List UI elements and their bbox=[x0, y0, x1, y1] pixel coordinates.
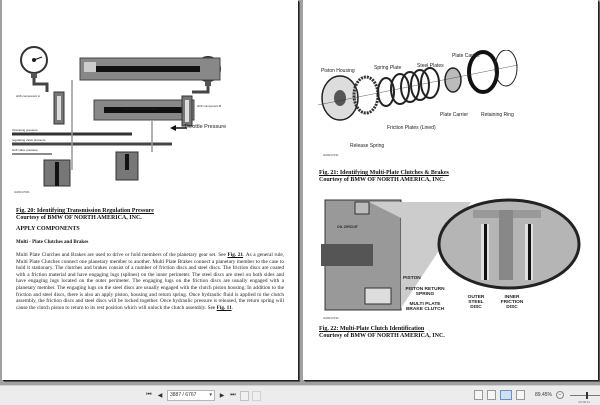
continuous-view-icon[interactable] bbox=[487, 390, 496, 400]
prev-page-button[interactable]: ◀ bbox=[157, 393, 163, 399]
two-page-view-icon[interactable] bbox=[500, 390, 512, 400]
figure-21-diagram bbox=[318, 50, 518, 121]
page-right: Piston Housing Spring Plate Steel Plates… bbox=[303, 0, 598, 380]
two-page-continuous-view-icon[interactable] bbox=[516, 390, 525, 400]
figure-20-caption: Fig. 20: Identifying Transmission Regula… bbox=[16, 208, 154, 222]
label-outer-steel-disc: OUTER STEEL DISC bbox=[467, 295, 485, 310]
link-fig-11[interactable]: Fig. 11 bbox=[216, 304, 232, 311]
label-shift-component-b: shift component B bbox=[197, 104, 222, 108]
view-tools: 89.45% − + bbox=[474, 390, 600, 400]
zoom-slider[interactable] bbox=[569, 391, 600, 399]
figure-22-title: Fig. 22: Multi-Plate Clutch Identificati… bbox=[319, 326, 425, 332]
label-piston: PISTON bbox=[403, 276, 421, 281]
corner-text: 00:00:11 bbox=[578, 400, 590, 404]
page-number-input[interactable]: 3887 / 6767 ▾ bbox=[167, 390, 215, 401]
figure-21-title: Fig. 21: Identifying Multi-Plate Clutche… bbox=[319, 170, 449, 176]
label-piston-housing: Piston Housing bbox=[321, 68, 355, 74]
label-steel-plates: Steel Plates bbox=[417, 63, 444, 69]
label-operating-pressure: Operating pressure bbox=[12, 128, 38, 132]
figure-21-code: G00017031 bbox=[323, 153, 339, 157]
single-page-view-icon[interactable] bbox=[474, 390, 483, 400]
label-regulating-valve-pressure: regulating valve pressure bbox=[12, 138, 46, 142]
label-plate-carrier-mid: Plate Carrier bbox=[440, 112, 469, 118]
figure-20-title: Fig. 20: Identifying Transmission Regula… bbox=[16, 208, 154, 214]
zoom-out-button[interactable]: − bbox=[555, 391, 564, 399]
label-oil-circuit: OIL CIRCUIT bbox=[337, 225, 358, 229]
next-view-icon[interactable] bbox=[252, 390, 261, 401]
figure-20-code: G00017001 bbox=[14, 190, 30, 194]
next-page-button[interactable]: ▶ bbox=[219, 393, 225, 399]
body-paragraph: Multi Plate Clutches and Brakes are used… bbox=[16, 252, 285, 311]
label-throttle-pressure: Throttle Pressure bbox=[184, 124, 227, 130]
label-multi-plate-brake-clutch: MULTI PLATE BRAKE CLUTCH bbox=[405, 302, 445, 312]
figure-22-code: G00017032 bbox=[323, 316, 339, 320]
figure-22-courtesy: Courtesy of BMW OF NORTH AMERICA, INC. bbox=[319, 333, 445, 339]
label-release-spring: Release Spring bbox=[350, 143, 385, 149]
label-friction-plates: Friction Plates (Lined) bbox=[387, 125, 436, 131]
figure-20-diagram bbox=[12, 46, 221, 187]
zoom-slider-handle[interactable] bbox=[585, 391, 588, 399]
prev-view-icon[interactable] bbox=[240, 390, 249, 401]
label-shift-component-a: shift component A bbox=[16, 94, 40, 98]
chevron-down-icon[interactable]: ▾ bbox=[209, 392, 212, 398]
label-pressure-regulation-valve: pressure regulation valve bbox=[124, 107, 158, 111]
link-fig-21[interactable]: Fig. 21 bbox=[227, 252, 244, 258]
figure-21-caption: Fig. 21: Identifying Multi-Plate Clutche… bbox=[319, 170, 449, 184]
status-bar: ⏮ ◀ 3887 / 6767 ▾ ▶ ⏭ 89.45% − + 00:00:1… bbox=[0, 385, 600, 405]
figure-22-caption: Fig. 22: Multi-Plate Clutch Identificati… bbox=[319, 326, 445, 340]
label-retaining-ring: Retaining Ring bbox=[481, 112, 514, 118]
section-heading: APPLY COMPONENTS bbox=[16, 226, 80, 232]
first-page-button[interactable]: ⏮ bbox=[146, 392, 152, 398]
figure-20-courtesy: Courtesy of BMW OF NORTH AMERICA, INC. bbox=[16, 215, 142, 221]
label-inner-friction-disc: INNER FRICTION DISC bbox=[500, 295, 524, 310]
zoom-level[interactable]: 89.45% bbox=[535, 392, 552, 398]
label-spring-plate: Spring Plate bbox=[374, 65, 402, 71]
page-left: shift component A pressure regulation va… bbox=[2, 0, 298, 380]
document-viewport[interactable]: shift component A pressure regulation va… bbox=[0, 0, 600, 385]
label-piston-return-spring: PISTON RETURN SPRING bbox=[405, 287, 445, 297]
label-shift-valve-pressure: shift valve pressure bbox=[12, 148, 38, 152]
figure-22-diagram bbox=[321, 198, 581, 311]
last-page-button[interactable]: ⏭ bbox=[230, 392, 236, 398]
label-plate-carrier-top: Plate Carrier bbox=[452, 53, 481, 59]
subsection-heading: Multi - Plate Clutches and Brakes bbox=[16, 240, 89, 245]
page-navigation: ⏮ ◀ 3887 / 6767 ▾ ▶ ⏭ bbox=[145, 390, 261, 401]
figure-21-courtesy: Courtesy of BMW OF NORTH AMERICA, INC. bbox=[319, 177, 445, 183]
